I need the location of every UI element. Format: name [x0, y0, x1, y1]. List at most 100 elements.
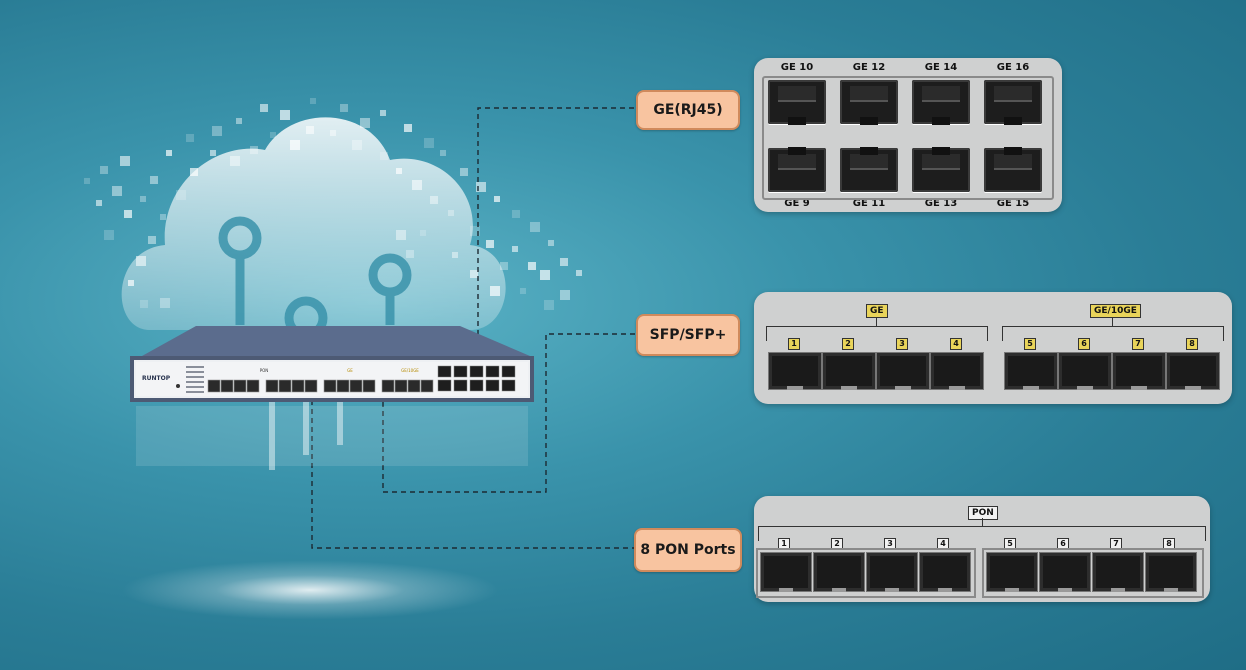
rj45-top-label: GE 12 [852, 62, 886, 73]
device-sfp-port [362, 379, 376, 393]
pixel-square [166, 150, 172, 156]
device-rj45-port [469, 365, 484, 378]
device-port-row [207, 379, 434, 393]
pixel-square [404, 124, 412, 132]
pixel-square [512, 210, 520, 218]
status-led [186, 376, 204, 378]
pixel-square [96, 200, 102, 206]
rj45-port [840, 80, 898, 125]
pixel-square [260, 104, 268, 112]
pixel-square [84, 178, 90, 184]
sfp-port-slot [930, 352, 984, 390]
pixel-square [494, 196, 500, 202]
pixel-square [430, 196, 438, 204]
pixel-square [310, 98, 316, 104]
pixel-square [120, 156, 130, 166]
status-led [186, 366, 204, 368]
pixel-square [112, 186, 122, 196]
rj45-frame [762, 76, 1054, 200]
device-rj45-port [437, 365, 452, 378]
sfp-port-number: 4 [950, 338, 962, 350]
pixel-square [490, 286, 500, 296]
device-sfp-port [233, 379, 247, 393]
status-led [186, 381, 204, 383]
pixel-square [140, 300, 148, 308]
pixel-square [460, 168, 468, 176]
status-leds [186, 366, 204, 393]
status-led [186, 371, 204, 373]
device-rj45-port [501, 379, 516, 392]
rj45-bottom-label: GE 11 [852, 198, 886, 209]
rj45-top-label: GE 16 [996, 62, 1030, 73]
pixel-square [424, 138, 434, 148]
pixel-square [330, 130, 336, 136]
sfp-port-number: 1 [788, 338, 800, 350]
device-sfp-port [246, 379, 260, 393]
pixel-square [360, 118, 370, 128]
pixel-square [380, 152, 388, 160]
pixel-square [412, 180, 422, 190]
rj45-port [912, 80, 970, 125]
pixel-square [406, 250, 414, 258]
pixel-square [270, 132, 276, 138]
pixel-square [440, 150, 446, 156]
rj45-port [768, 147, 826, 192]
pixel-square [420, 230, 426, 236]
pixel-square [140, 196, 146, 202]
sfp-port-slot [1004, 352, 1058, 390]
pixel-square [236, 118, 242, 124]
pixel-square [520, 288, 526, 294]
pixel-square [150, 176, 158, 184]
pixel-square [176, 190, 186, 200]
device-group-label-10ge: GE/10GE [401, 368, 419, 373]
rj45-port [768, 80, 826, 125]
device-rj45-port [469, 379, 484, 392]
pixel-square [530, 222, 540, 232]
sfp-group-stem [876, 318, 877, 326]
device-brand-label: RUNTOP [142, 375, 171, 382]
device-sfp-port [407, 379, 421, 393]
device-sfp-port [207, 379, 221, 393]
pon-port-slot [986, 552, 1038, 592]
pixel-square [486, 240, 494, 248]
rj45-connector [477, 107, 636, 335]
pixel-square [380, 110, 386, 116]
device-pon-port [304, 379, 318, 393]
pixel-square [548, 240, 554, 246]
rj45-port [912, 147, 970, 192]
pixel-square [280, 110, 290, 120]
pixel-square [124, 210, 132, 218]
pixel-square [100, 166, 108, 174]
device-rj45-block [437, 365, 516, 392]
pixel-square [544, 300, 554, 310]
pixel-square [190, 168, 198, 176]
device-rj45-port [453, 379, 468, 392]
pon-port-slot [760, 552, 812, 592]
device-rj45-port [485, 365, 500, 378]
olt-device: RUNTOP PON GE GE/10GE [130, 326, 534, 466]
pixel-square [576, 270, 582, 276]
rj45-bottom-label: GE 15 [996, 198, 1030, 209]
sfp-port-number: 2 [842, 338, 854, 350]
pixel-square [352, 140, 362, 150]
sfp-connector [382, 333, 636, 493]
pixel-square [186, 134, 194, 142]
rj45-port [984, 80, 1042, 125]
rj45-port [840, 147, 898, 192]
sfp-port-slot [768, 352, 822, 390]
pixel-square [470, 226, 480, 236]
callout-sfp: SFP/SFP+ [636, 314, 740, 356]
sfp-group-bracket [766, 326, 988, 341]
pon-port-slot [919, 552, 971, 592]
rj45-top-label: GE 10 [780, 62, 814, 73]
pixel-pattern [84, 98, 582, 310]
pon-connector [311, 400, 636, 549]
rj45-bottom-label: GE 9 [784, 198, 810, 209]
callout-rj45: GE(RJ45) [636, 90, 740, 130]
status-led [186, 386, 204, 388]
circuit-stems [269, 400, 343, 470]
device-rj45-port [437, 379, 452, 392]
pixel-square [160, 298, 170, 308]
pixel-square [470, 270, 478, 278]
pixel-square [148, 236, 156, 244]
